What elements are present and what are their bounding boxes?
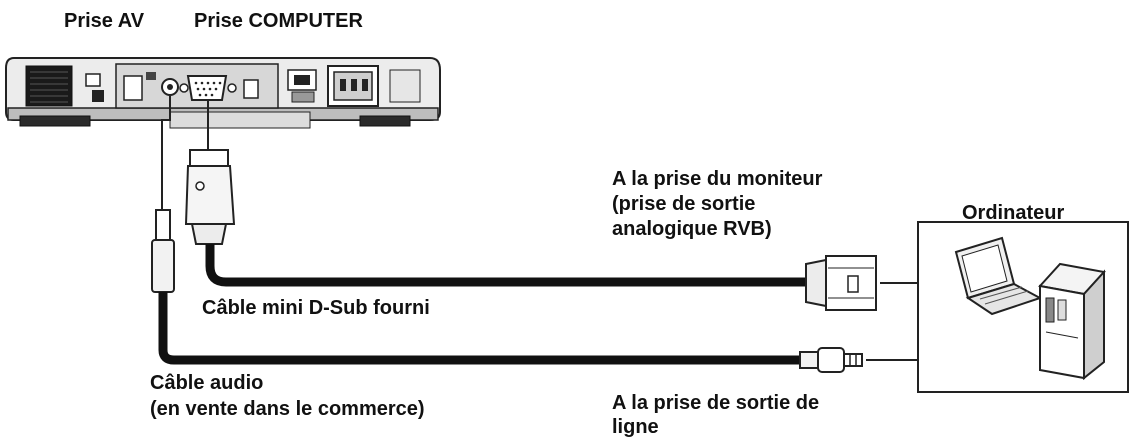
label-monitor-port-line1: A la prise du moniteur (612, 168, 823, 190)
desktop-tower-icon (1038, 262, 1106, 381)
label-audio-cable-line1: Câble audio (150, 372, 264, 394)
label-dsub-cable: Câble mini D-Sub fourni (202, 297, 430, 319)
projector (5, 57, 441, 129)
laptop-icon (954, 236, 1043, 316)
av-jack (161, 78, 179, 96)
label-audio-cable-line2: (en vente dans le commerce) (150, 398, 425, 420)
label-computer: Ordinateur (962, 202, 1065, 224)
label-monitor-port-line2: (prise de sortie (612, 193, 756, 215)
label-monitor-port-line3: analogique RVB) (612, 218, 772, 240)
power-inlet (327, 65, 379, 107)
label-line-out-line1: A la prise de sortie de (612, 392, 820, 414)
dsub-cable (184, 100, 877, 311)
label-prise-computer: Prise COMPUTER (194, 10, 363, 32)
speaker-grille (25, 65, 73, 107)
computer-box (917, 221, 1129, 393)
label-prise-av: Prise AV (64, 10, 145, 32)
computer-port (179, 75, 237, 101)
label-line-out-line2: ligne (612, 416, 659, 438)
audio-cable (151, 96, 863, 373)
